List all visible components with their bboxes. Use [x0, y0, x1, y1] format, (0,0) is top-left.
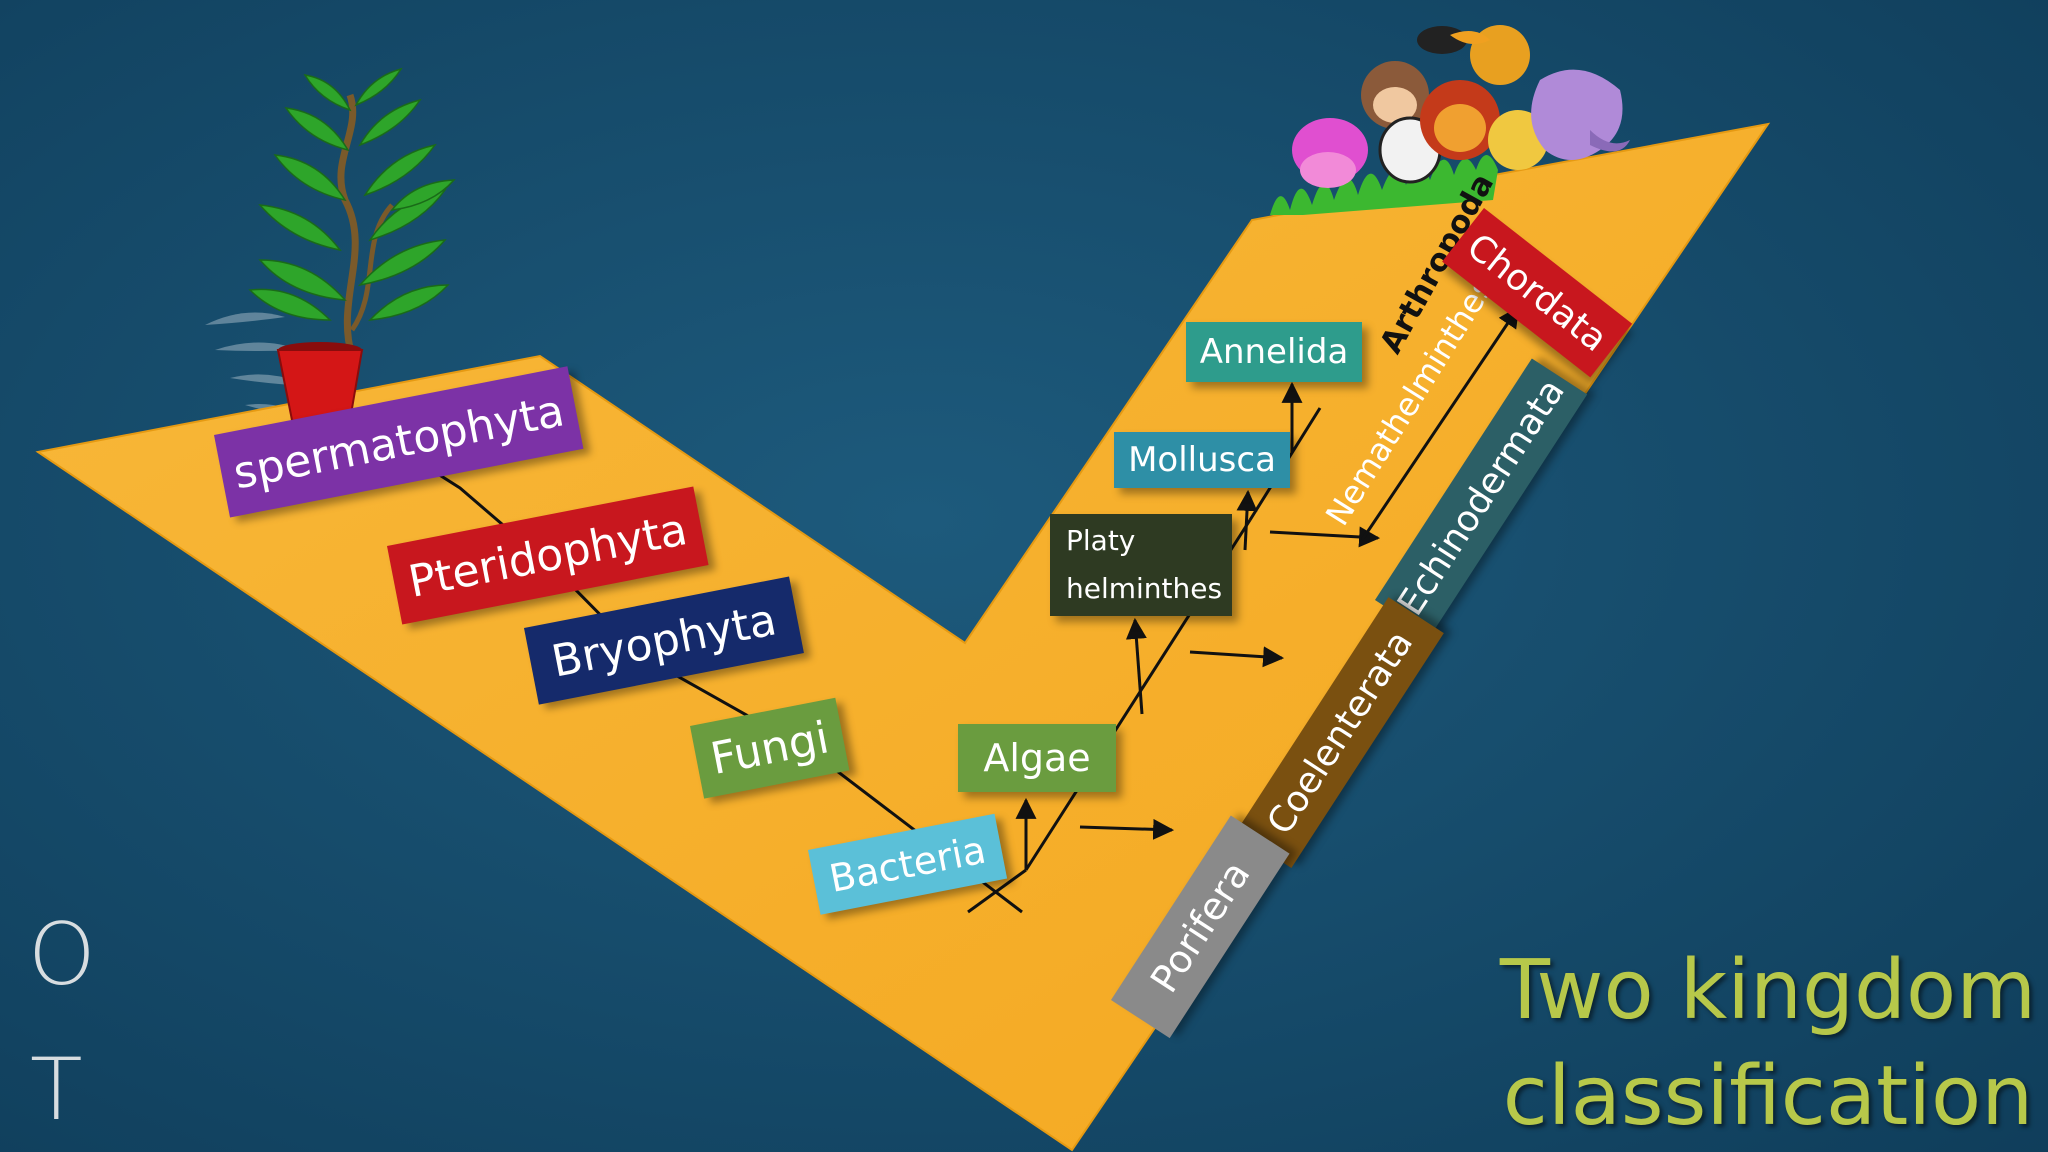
animal-group-icon	[1270, 25, 1630, 215]
plant-pot-icon	[248, 67, 456, 427]
title-line-1: Two kingdom	[1499, 943, 2037, 1038]
platy-line-1: Platy	[1066, 524, 1136, 557]
side-letter-t: T	[30, 1040, 83, 1140]
label-annelida: Annelida	[1186, 322, 1362, 382]
side-letter-o: O	[28, 905, 96, 1005]
label-algae: Algae	[958, 724, 1116, 792]
label-mollusca: Mollusca	[1114, 432, 1290, 488]
label-platyhelminthes: Platy helminthes	[1050, 514, 1232, 616]
title-line-2: classification	[1502, 1049, 2034, 1144]
slide-title: Two kingdom classification	[1488, 938, 2048, 1150]
platy-line-2: helminthes	[1066, 572, 1223, 605]
